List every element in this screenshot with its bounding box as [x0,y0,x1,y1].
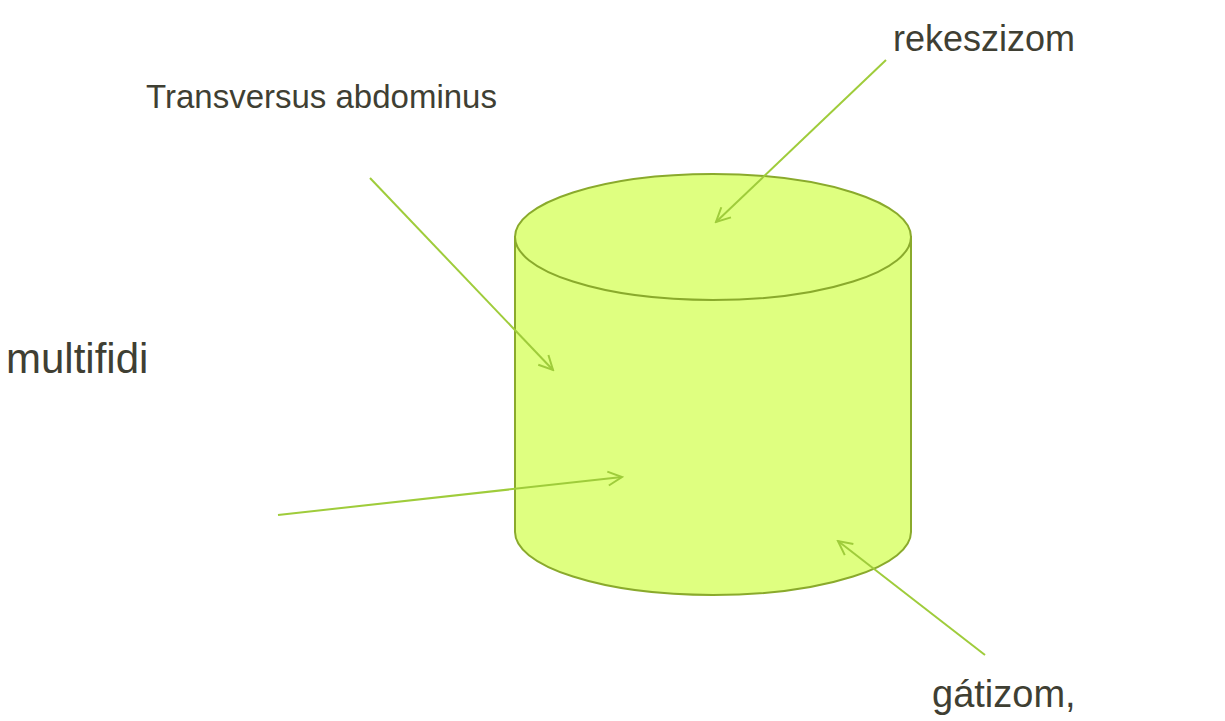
leader-lines [278,60,985,655]
leader-line [278,477,622,515]
label-holder: rekeszizom [893,18,1075,59]
label-holder: multifidi [6,335,148,383]
part-label: Transversus abdominus [146,78,497,115]
part-label: rekeszizom [893,18,1075,59]
leader-line [838,541,985,655]
cylinder [515,174,911,595]
label-holder: Transversus abdominus [146,78,497,116]
part-label: gátizom, [932,673,1076,715]
cylinder-top [515,174,911,300]
label-holder: gátizom, [932,673,1076,717]
leader-line [370,178,553,370]
leader-line [716,60,886,222]
part-label: multifidi [6,335,148,382]
